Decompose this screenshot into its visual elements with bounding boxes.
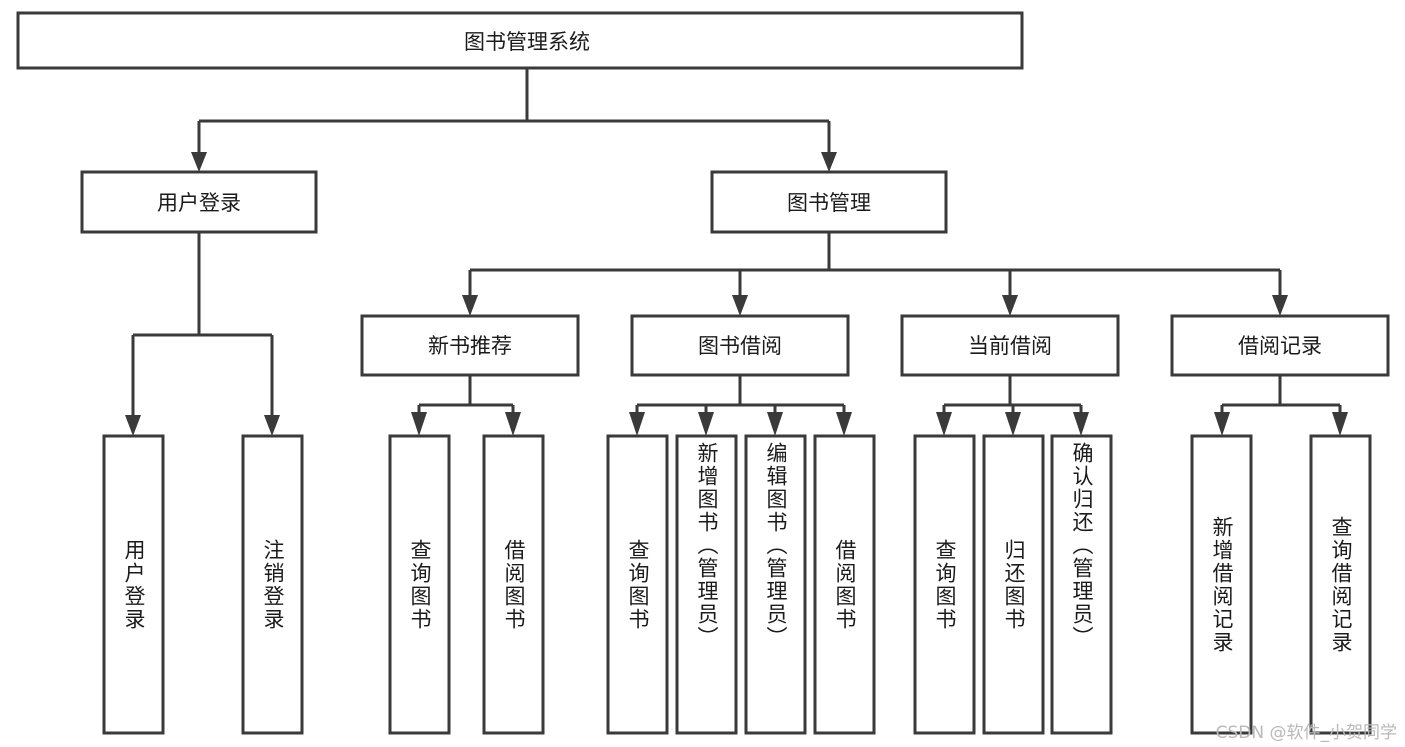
arrow-head-new-book-rec — [462, 295, 478, 316]
node-new-book-rec-box[interactable] — [360, 314, 580, 377]
node-user-login[interactable]: 用户登录 — [80, 170, 318, 234]
arrow-head-leaf-query-book-2 — [629, 412, 645, 436]
arrow-head-book-manage — [821, 152, 837, 172]
node-leaf-query-record-box[interactable] — [1309, 434, 1372, 735]
arrow-head-leaf-query-book-1 — [411, 412, 427, 436]
arrow-head-leaf-logout — [264, 415, 280, 436]
node-leaf-logout-box[interactable] — [241, 434, 304, 735]
node-current-borrow-box[interactable] — [900, 314, 1120, 377]
arrow-head-book-borrow — [732, 295, 748, 316]
arrow-head-leaf-borrow-book-2 — [836, 412, 852, 436]
node-borrow-record-box[interactable] — [1170, 314, 1390, 377]
node-leaf-return-book-box[interactable] — [982, 434, 1045, 735]
node-leaf-query-book-2-box[interactable] — [606, 434, 669, 735]
arrow-head-leaf-add-book — [698, 412, 714, 436]
node-new-book-rec-label: 新书推荐 — [428, 334, 512, 358]
arrow-head-leaf-add-record — [1214, 412, 1230, 436]
node-leaf-add-book-box[interactable] — [675, 434, 738, 735]
arrow-head-user-login — [191, 152, 207, 172]
node-root-box[interactable] — [16, 11, 1024, 70]
node-book-manage-box[interactable] — [710, 170, 948, 234]
node-book-borrow-label: 图书借阅 — [698, 334, 782, 358]
node-book-manage[interactable]: 图书管理 — [710, 170, 948, 234]
node-leaf-query-book-1-box[interactable] — [388, 434, 451, 735]
node-current-borrow[interactable]: 当前借阅 — [900, 314, 1120, 377]
arrow-head-leaf-return-book — [1005, 412, 1021, 436]
node-leaf-add-record-box[interactable] — [1190, 434, 1253, 735]
node-borrow-record-label: 借阅记录 — [1238, 334, 1322, 358]
node-leaf-borrow-book-2-box[interactable] — [813, 434, 876, 735]
arrow-head-borrow-record — [1272, 295, 1288, 316]
node-layer: 图书管理系统 用户登录 图书管理 新书推荐 图书借阅 当前 — [16, 11, 1390, 735]
node-current-borrow-label: 当前借阅 — [968, 334, 1052, 358]
arrow-head-leaf-query-book-3 — [936, 412, 952, 436]
node-root[interactable]: 图书管理系统 — [16, 11, 1024, 70]
node-book-manage-label: 图书管理 — [787, 191, 871, 215]
arrow-head-leaf-edit-book — [767, 412, 783, 436]
node-new-book-rec[interactable]: 新书推荐 — [360, 314, 580, 377]
node-user-login-label: 用户登录 — [157, 191, 241, 215]
watermark: CSDN @软件_小贺同学 — [1215, 723, 1397, 743]
node-root-label: 图书管理系统 — [464, 30, 590, 54]
node-leaf-user-login-box[interactable] — [102, 434, 165, 735]
connector-layer — [125, 68, 1348, 436]
node-book-borrow[interactable]: 图书借阅 — [630, 314, 850, 377]
node-leaf-query-book-3-box[interactable] — [913, 434, 976, 735]
node-user-login-box[interactable] — [80, 170, 318, 234]
node-borrow-record[interactable]: 借阅记录 — [1170, 314, 1390, 377]
node-book-borrow-box[interactable] — [630, 314, 850, 377]
node-leaf-borrow-book-1-box[interactable] — [482, 434, 545, 735]
arrow-head-leaf-borrow-book-1 — [505, 412, 521, 436]
node-leaf-edit-book-box[interactable] — [744, 434, 807, 735]
arrow-head-leaf-query-record — [1332, 412, 1348, 436]
arrow-head-leaf-confirm-return — [1073, 412, 1089, 436]
arrow-head-leaf-user-login — [125, 415, 141, 436]
node-leaf-confirm-return-box[interactable] — [1050, 434, 1113, 735]
arrow-head-current-borrow — [1002, 295, 1018, 316]
